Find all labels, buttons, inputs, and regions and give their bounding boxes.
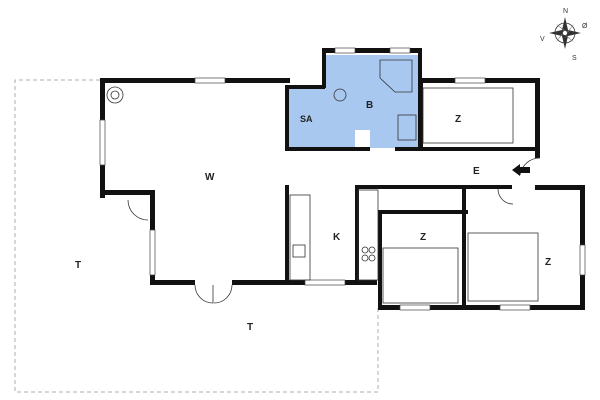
room-label-sauna: SA — [300, 114, 313, 124]
wet-room-fill — [289, 55, 418, 148]
room-label-bath: B — [366, 100, 373, 111]
room-label-entrance: E — [473, 166, 480, 177]
room-label-kitchen: K — [333, 232, 341, 243]
compass-east: Ø — [582, 23, 588, 30]
compass-north: N — [563, 8, 568, 15]
compass-west: V — [540, 36, 545, 43]
arrow-left-icon — [512, 164, 530, 176]
compass-rose-icon: N Ø S V — [540, 8, 588, 62]
compass-south: S — [572, 55, 577, 62]
windows — [99, 47, 586, 311]
terrace-outline — [14, 79, 379, 393]
room-label-bedroom-mid: Z — [420, 232, 426, 243]
room-label-terrace-left: T — [75, 260, 81, 271]
room-label-bedroom-top: Z — [455, 114, 461, 125]
room-label-terrace-bottom: T — [247, 322, 253, 333]
room-label-bedroom-right: Z — [545, 257, 551, 268]
room-label-living: W — [205, 172, 215, 183]
bath-fixtures — [333, 59, 417, 141]
stove-icon — [106, 86, 124, 104]
kitchen-counter — [289, 189, 379, 281]
beds — [382, 87, 539, 304]
